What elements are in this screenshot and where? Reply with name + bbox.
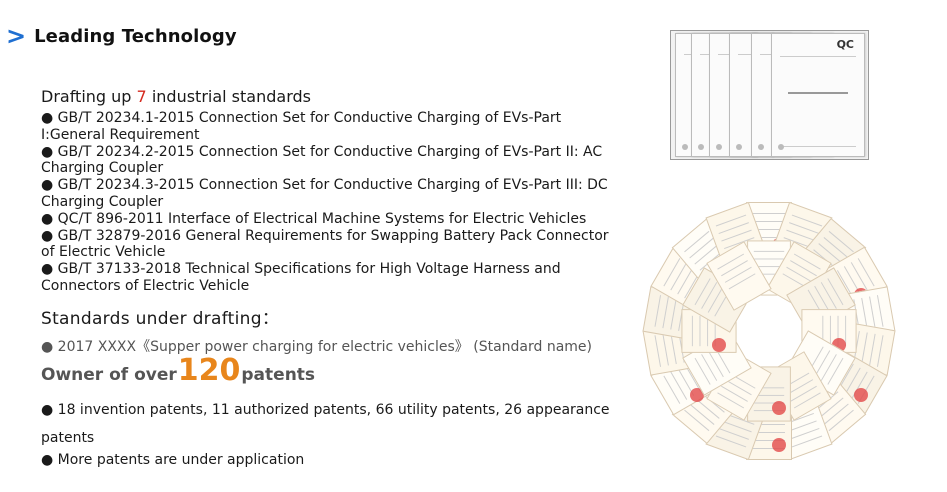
section-header: > Leading Technology: [6, 24, 237, 48]
standards-item: ● QC/T 896-2011 Interface of Electrical …: [41, 210, 587, 227]
seal-icon: [772, 401, 786, 415]
section-title: Leading Technology: [34, 25, 237, 47]
patent-certificates-image: [642, 202, 896, 460]
seal-icon: [689, 387, 704, 402]
standards-item: ● GB/T 20234.1-2015 Connection Set for C…: [41, 110, 562, 143]
patents-count: 120: [177, 353, 241, 388]
patents-line: patents: [41, 430, 95, 446]
seal-icon: [854, 387, 869, 402]
patents-line: ● More patents are under application: [41, 452, 305, 468]
chevron-right-icon: >: [6, 22, 27, 50]
standards-heading-suffix: industrial standards: [146, 87, 311, 106]
standards-item: ● GB/T 20234.2-2015 Connection Set for C…: [41, 143, 603, 177]
standards-count: 7: [136, 87, 147, 106]
standards-item: ● GB/T 32879-2016 General Requirements f…: [41, 227, 609, 261]
standards-heading: Drafting up 7 industrial standards: [41, 87, 311, 106]
standards-heading-prefix: Drafting up: [41, 87, 137, 106]
standards-booklets-image: QC: [670, 30, 869, 160]
patents-suffix: patents: [241, 365, 316, 385]
patents-prefix: Owner of over: [41, 365, 177, 385]
standards-item: ● GB/T 37133-2018 Technical Specificatio…: [41, 261, 561, 294]
seal-icon: [712, 338, 726, 352]
standards-item: ● GB/T 20234.3-2015 Connection Set for C…: [41, 177, 608, 210]
standards-list: ● GB/T 20234.1-2015 Connection Set for C…: [41, 110, 621, 295]
drafting-item: ● 2017 XXXX《Supper power charging for el…: [41, 339, 592, 355]
booklet-front: QC: [771, 33, 865, 157]
drafting-heading: Standards under drafting：: [41, 309, 280, 329]
seal-icon: [772, 437, 786, 452]
qc-logo: QC: [836, 38, 854, 51]
patents-line: ● 18 invention patents, 11 authorized pa…: [41, 402, 610, 418]
